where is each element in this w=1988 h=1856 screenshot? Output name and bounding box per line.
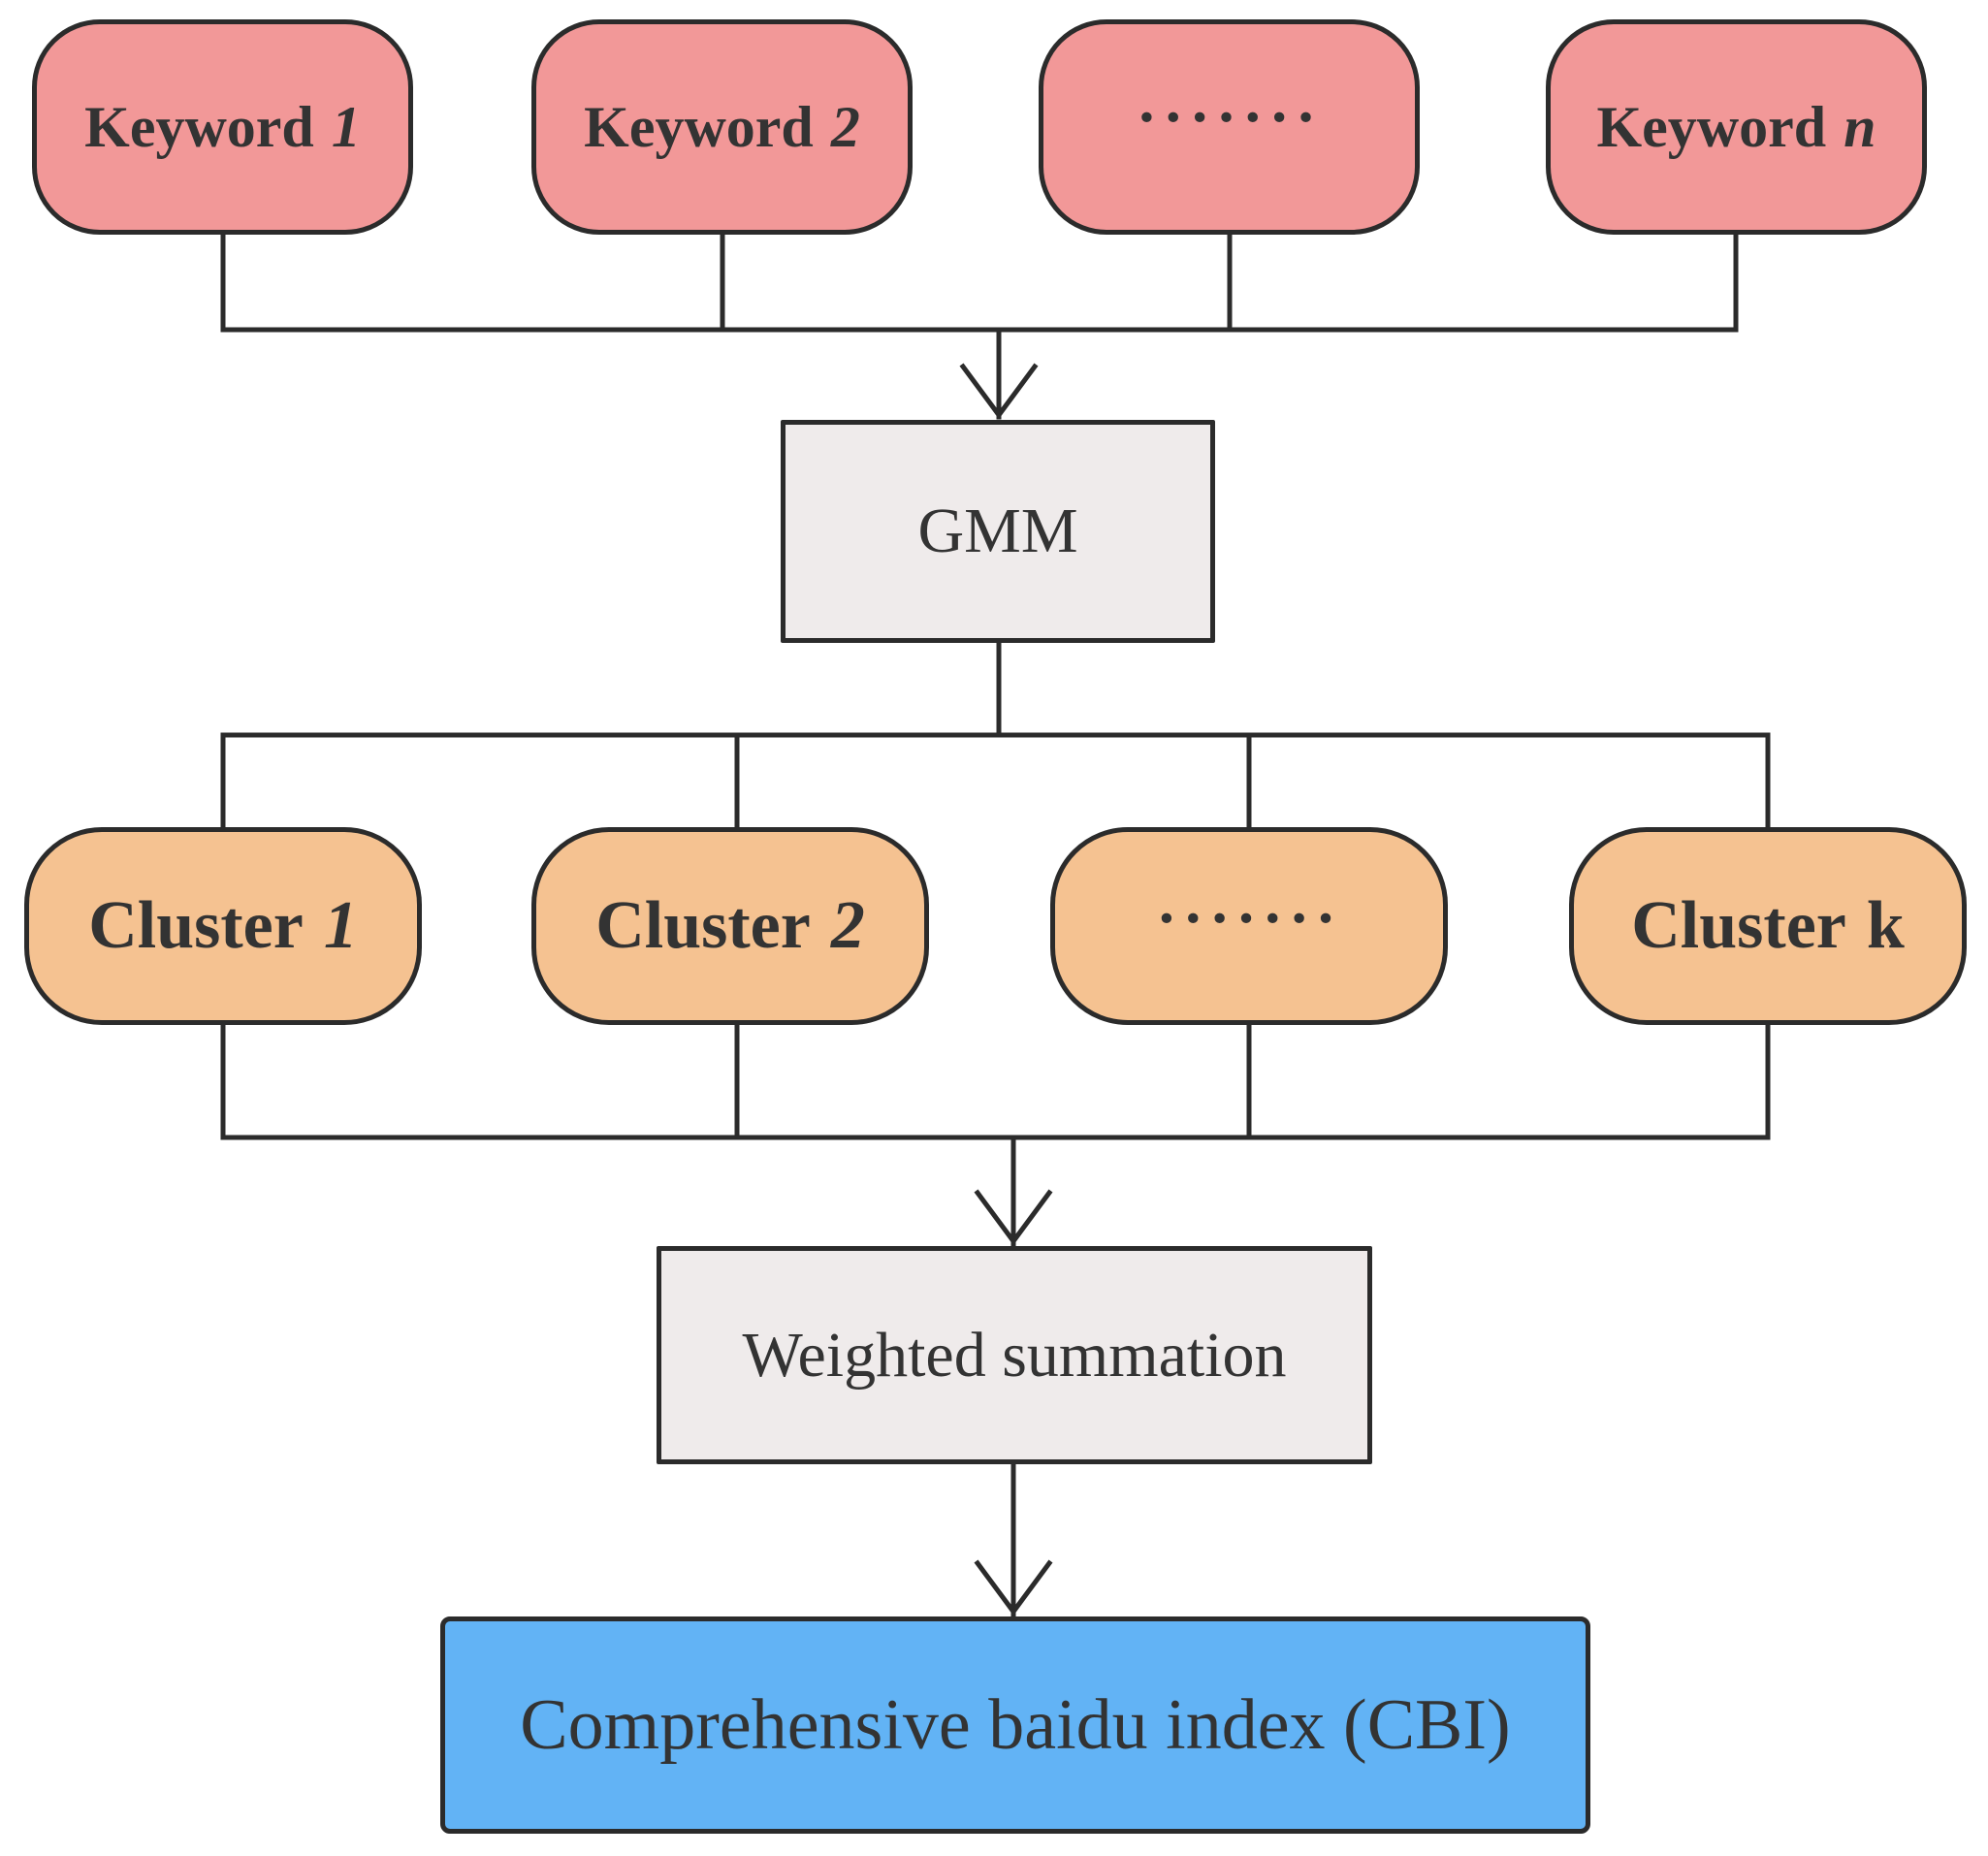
keyword-n-node: Keyword n [1546,19,1927,235]
cbi-output-label: Comprehensive baidu index (CBI) [520,1684,1511,1765]
cluster-ellipsis-text: ······· [1156,883,1342,952]
gmm-label: GMM [917,496,1078,566]
cluster-ellipsis-node: ······· [1050,827,1448,1025]
keyword-1-node: Keyword 1 [32,19,413,235]
cluster-1-node: Cluster 1 [24,827,422,1025]
weighted-summation-label: Weighted summation [742,1319,1287,1391]
keyword-1-word: Keyword [84,94,314,159]
keyword-n-word: Keyword [1596,94,1827,159]
arrowhead-to-output [974,1559,1053,1616]
arrowhead-to-gmm [959,363,1039,420]
cluster-2-node: Cluster 2 [531,827,929,1025]
cluster-2-word: Cluster [595,888,811,963]
cluster-k-index: k [1866,888,1905,963]
keyword-1-index: 1 [331,94,361,159]
arrowhead-to-weighted [974,1189,1053,1246]
cluster-2-index: 2 [830,888,865,963]
cluster-1-word: Cluster [88,888,304,963]
keyword-2-index: 2 [830,94,860,159]
cluster-k-node: Cluster k [1569,827,1967,1025]
keyword-ellipsis-node: ······· [1039,19,1420,235]
cluster-k-word: Cluster [1631,888,1846,963]
gmm-node: GMM [781,420,1215,643]
keyword-n-index: n [1844,94,1876,159]
weighted-summation-node: Weighted summation [657,1246,1372,1464]
cluster-1-index: 1 [323,888,358,963]
keyword-2-word: Keyword [584,94,814,159]
keyword-ellipsis-text: ······· [1136,82,1323,151]
cbi-output-node: Comprehensive baidu index (CBI) [440,1616,1590,1834]
